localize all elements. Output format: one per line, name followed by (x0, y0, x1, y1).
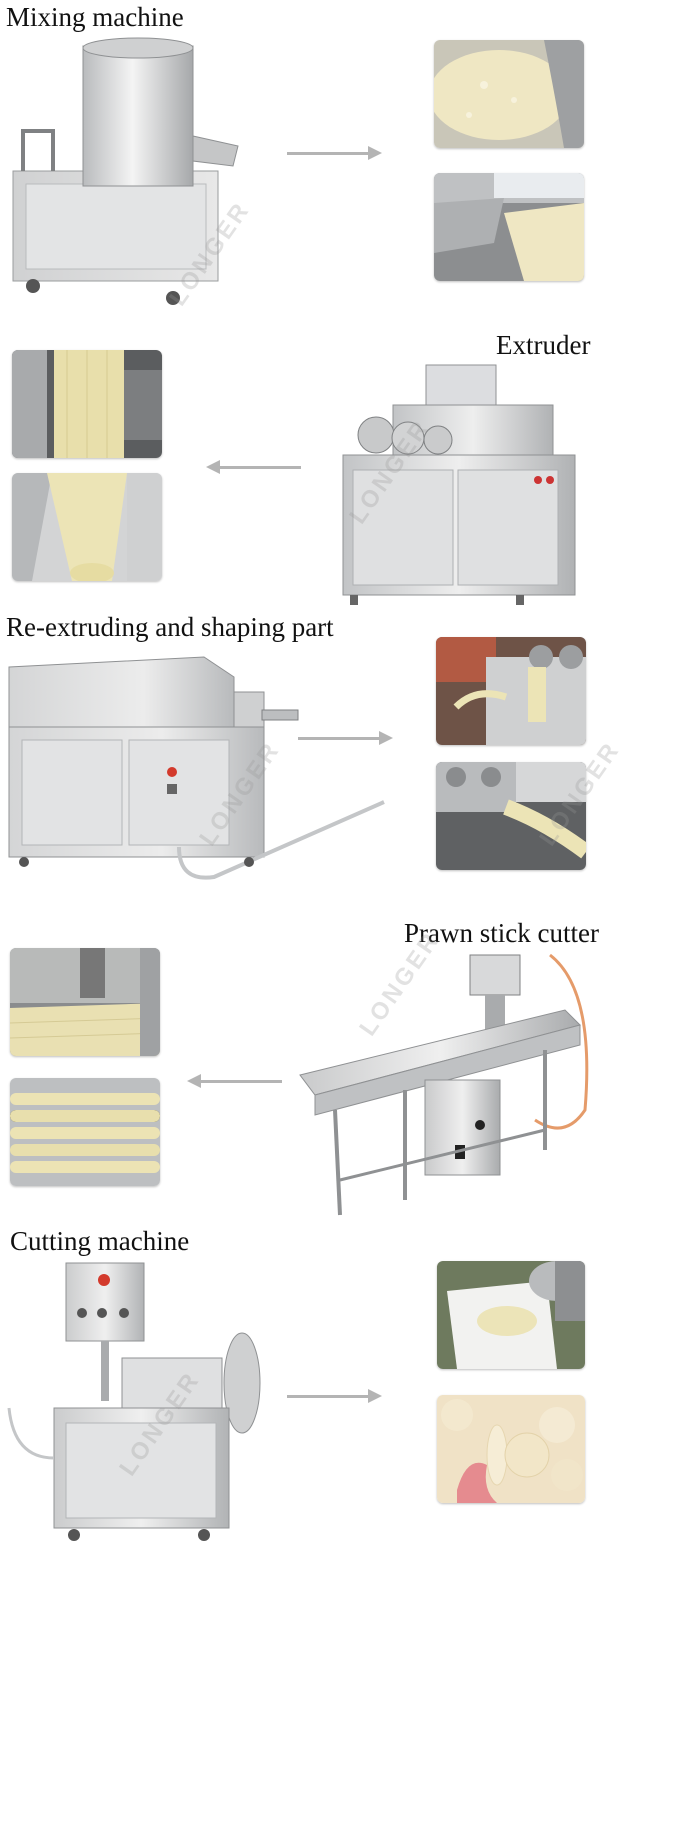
section-re-extruding-shaping: Re-extruding and shaping part LONGER LON… (0, 610, 700, 910)
process-photo-prawn-sticks (10, 1078, 160, 1186)
right-arrow-icon (298, 731, 393, 745)
section-title: Extruder (496, 330, 591, 360)
process-photo-extruded-strands (12, 350, 162, 458)
left-arrow-icon (206, 460, 301, 474)
process-photo-sliced-chips-bin (437, 1261, 585, 1369)
section-cutting-machine: Cutting machine LONGER (0, 1220, 700, 1821)
section-title: Re-extruding and shaping part (6, 612, 334, 642)
re-extruding-shaping-machine-image (8, 656, 385, 880)
process-photo-cutting-strips (10, 948, 160, 1056)
section-extruder: Extruder LONGER (0, 330, 700, 610)
section-prawn-stick-cutter: Prawn stick cutter LONGER (0, 910, 700, 1220)
process-photo-shaped-dough-tube (436, 762, 586, 870)
section-title: Prawn stick cutter (404, 918, 599, 948)
process-photo-strands-falling (12, 473, 162, 581)
extruder-machine-image (342, 364, 576, 605)
process-photo-cut-chips-in-hand (437, 1395, 585, 1503)
section-mixing-machine: Mixing machine LONGER (0, 0, 700, 330)
section-title: Mixing machine (6, 2, 184, 32)
prawn-stick-cutter-machine-image (299, 953, 589, 1216)
process-photo-shaping-extrusion (436, 637, 586, 745)
process-photo-mixed-dough (434, 40, 584, 148)
cutting-machine-image (7, 1262, 261, 1541)
mixing-machine-image (12, 37, 239, 305)
section-title: Cutting machine (10, 1226, 190, 1256)
right-arrow-icon (287, 146, 382, 160)
left-arrow-icon (187, 1074, 282, 1088)
process-photo-discharging-dough (434, 173, 584, 281)
right-arrow-icon (287, 1389, 382, 1403)
